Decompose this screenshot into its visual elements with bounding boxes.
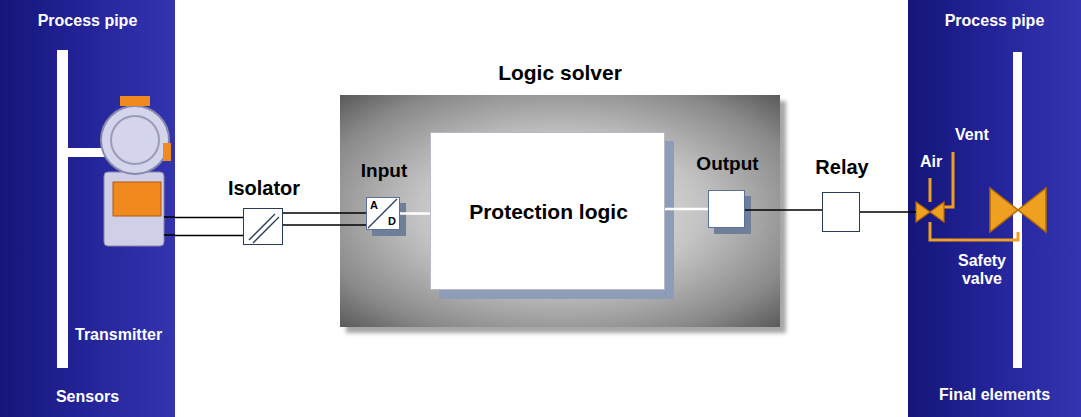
part-label: Air bbox=[920, 153, 950, 171]
relay-box: Relay bbox=[822, 192, 860, 232]
node-label: Output bbox=[683, 153, 772, 175]
node-label: Logic solver bbox=[340, 61, 780, 85]
isolator-symbol bbox=[244, 209, 284, 246]
final-element-panel: Process pipeVentAirSafety valveFinal ele… bbox=[908, 0, 1081, 417]
input-module: InputAD bbox=[366, 197, 400, 230]
part-label: Sensors bbox=[0, 388, 175, 406]
part-label: Transmitter bbox=[75, 326, 173, 344]
part-label: Final elements bbox=[908, 386, 1081, 404]
signal-wire bbox=[175, 218, 243, 236]
node-label: Process pipe bbox=[0, 12, 175, 30]
node-label: Process pipe bbox=[908, 12, 1081, 30]
node-label: Isolator bbox=[214, 177, 314, 200]
node-label: Protection logic bbox=[431, 200, 666, 224]
output-module: Output bbox=[708, 190, 745, 228]
signal-wire bbox=[175, 235, 243, 237]
logic-solver: Logic solverInputADProtection logicOutpu… bbox=[340, 95, 780, 327]
node-label: Input bbox=[353, 160, 415, 182]
sensor-panel: Process pipeTransmitterSensors bbox=[0, 0, 175, 417]
transmitter-illustration bbox=[0, 0, 175, 417]
part-label: A bbox=[370, 199, 380, 212]
signal-wire bbox=[175, 217, 243, 219]
part-label: Safety valve bbox=[954, 252, 1010, 289]
isolator-box: Isolator bbox=[243, 208, 283, 245]
output-wire bbox=[860, 212, 908, 213]
part-label: Vent bbox=[955, 126, 999, 144]
node-label: Relay bbox=[801, 156, 883, 179]
protection-logic-box: Protection logic bbox=[430, 132, 665, 290]
valve-illustration bbox=[908, 0, 1081, 417]
output-wire bbox=[860, 211, 908, 213]
part-label: D bbox=[388, 215, 398, 228]
